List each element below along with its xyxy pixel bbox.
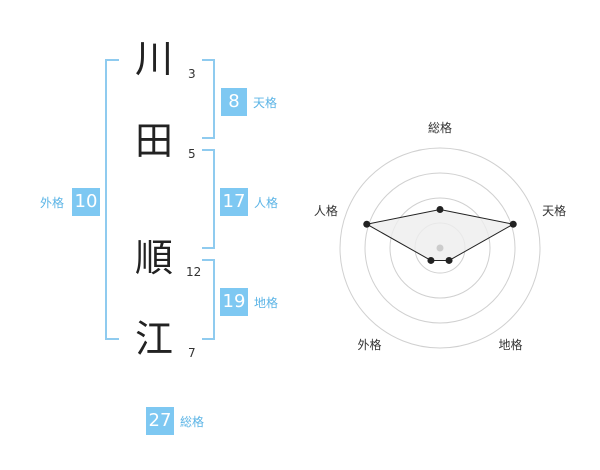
jinkaku-label: 人格 xyxy=(254,196,279,210)
chikaku-label: 地格 xyxy=(254,296,279,310)
radar-point-4 xyxy=(427,256,435,264)
radar-ring-4 xyxy=(339,147,541,349)
radar-series-polygon xyxy=(365,208,515,261)
radar-axis-label-1: 総格 xyxy=(428,120,452,135)
radar-ring-2 xyxy=(389,197,491,299)
tenkaku-label: 天格 xyxy=(253,96,278,110)
jinkaku-value-box: 17 xyxy=(220,188,248,216)
stroke-count-4: 7 xyxy=(188,346,196,360)
stroke-count-1: 3 xyxy=(188,67,196,81)
name-char-4: 江 xyxy=(134,317,173,361)
radar-center-dot xyxy=(436,244,444,252)
jinkaku-bracket xyxy=(202,149,215,249)
chikaku-bracket xyxy=(202,259,215,340)
radar-point-2 xyxy=(509,220,517,228)
radar-axis-label-3: 地格 xyxy=(499,337,523,352)
radar-point-3 xyxy=(445,256,453,264)
name-char-3: 順 xyxy=(134,236,173,280)
gaikaku-value-box: 10 xyxy=(72,188,100,216)
radar-axis-label-4: 外格 xyxy=(357,337,381,352)
radar-axis-label-5: 人格 xyxy=(314,203,338,218)
radar-ring-3 xyxy=(364,172,516,324)
radar-axis-label-2: 天格 xyxy=(542,203,566,218)
soukaku-label: 総格 xyxy=(180,415,205,429)
gaikaku-label: 外格 xyxy=(40,196,65,210)
gaikaku-bracket xyxy=(105,59,119,340)
radar-point-5 xyxy=(363,220,371,228)
soukaku-value-box: 27 xyxy=(146,407,174,435)
chikaku-value-box: 19 xyxy=(220,288,248,316)
stroke-count-3: 12 xyxy=(186,265,202,279)
stroke-count-2: 5 xyxy=(188,147,196,161)
radar-point-1 xyxy=(436,206,444,213)
tenkaku-value-box: 8 xyxy=(221,88,247,116)
tenkaku-bracket xyxy=(202,59,215,139)
name-char-2: 田 xyxy=(134,119,173,163)
name-char-1: 川 xyxy=(134,37,173,81)
